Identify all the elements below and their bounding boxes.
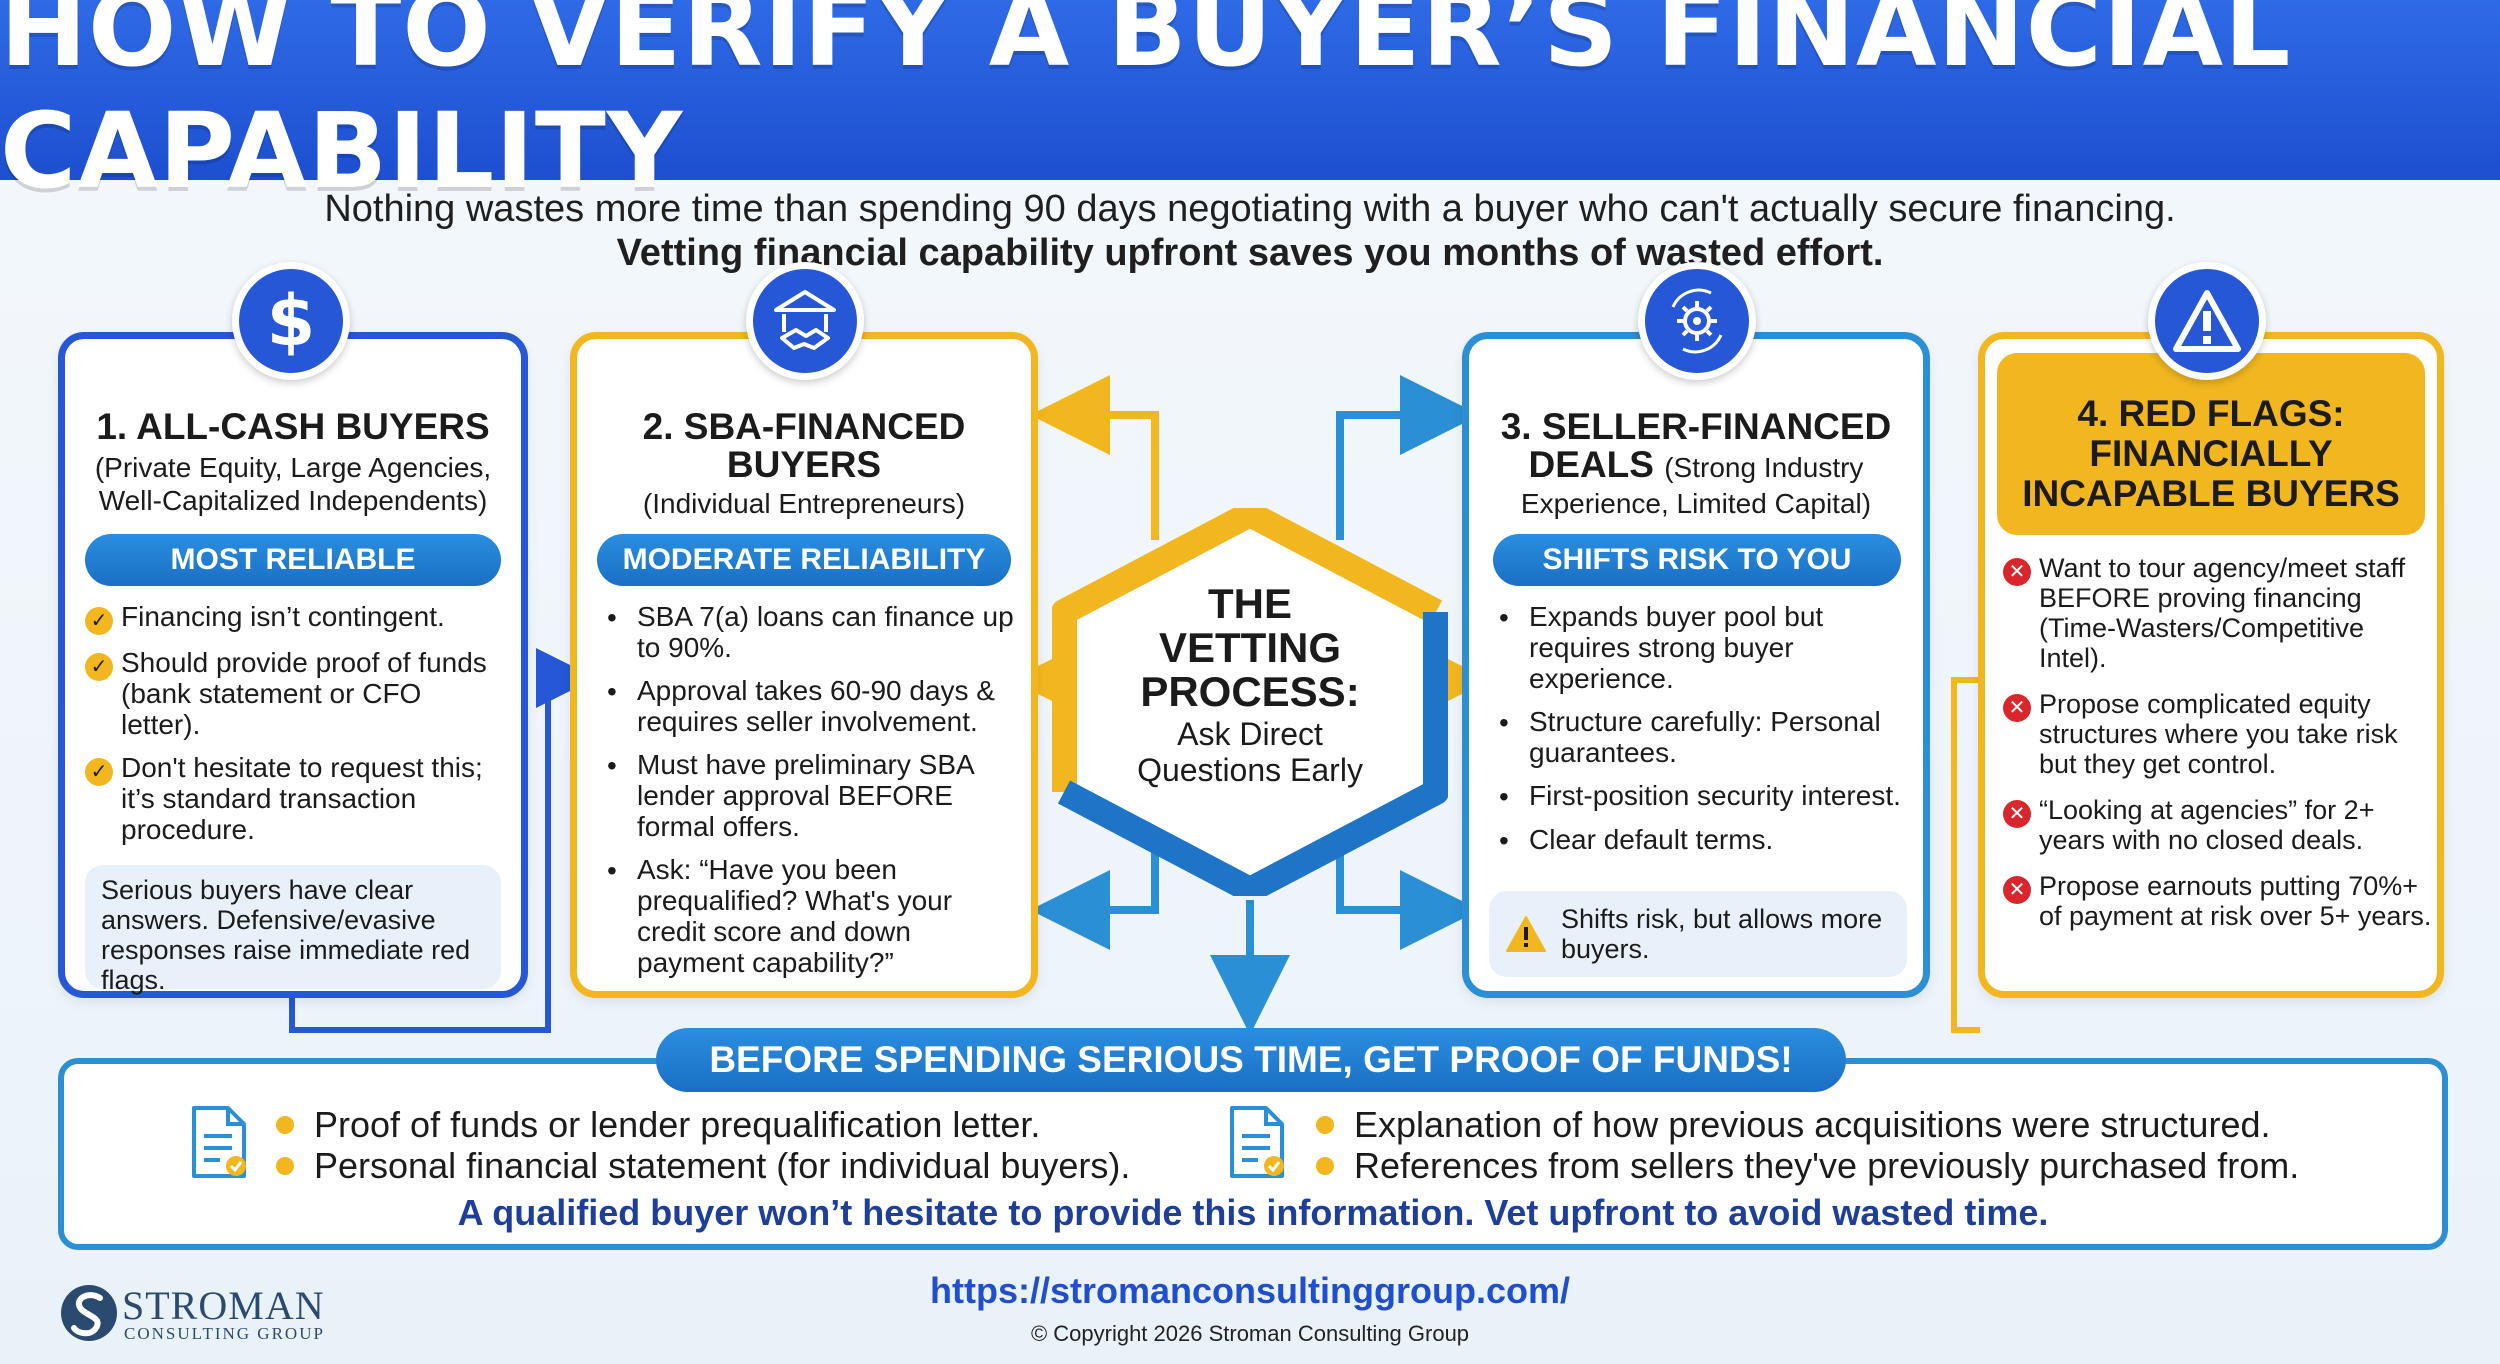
list-item: •Expands buyer pool but requires strong … [1499,601,1824,694]
hex-title-1: THE [1208,580,1292,627]
list-item: •Clear default terms. [1499,824,1774,856]
subtitle-line-1: Nothing wastes more time than spending 9… [324,188,2176,230]
list-item: •SBA 7(a) loans can finance up to 90%. [607,601,1014,663]
hex-subtitle-2: Questions Early [1137,752,1363,788]
red-flags-title-2: FINANCIALLY [2089,433,2333,474]
card-subtitle-inline: (Strong Industry [1664,452,1864,483]
list-item: ✓Should provide proof of funds (bank sta… [85,647,505,740]
reliability-pill: MODERATE RELIABILITY [597,534,1011,586]
red-flags-title-1: 4. RED FLAGS: [2077,393,2345,434]
hex-title-2: VETTING [1158,624,1341,671]
list-item: •Ask: “Have you been prequalified? What'… [607,854,953,978]
warning-icon [2148,262,2266,380]
gear-cycle-icon [1638,262,1756,380]
proof-list-left: Proof of funds or lender prequalificatio… [276,1104,1130,1186]
card-subtitle-1: (Private Equity, Large Agencies, [94,452,492,483]
copyright: © Copyright 2026 Stroman Consulting Grou… [1030,1321,1470,1346]
qualified-buyer-note: A qualified buyer won’t hesitate to prov… [457,1192,2049,1233]
list-item: •First-position security interest. [1499,780,1901,812]
card-all-cash-buyers: 1. ALL-CASH BUYERS (Private Equity, Larg… [58,332,528,998]
logo-name: STROMAN [122,1283,325,1328]
document-check-icon [1230,1106,1284,1178]
bullet-dot [1316,1115,1334,1134]
x-icon: ✕ [2003,558,2031,586]
hex-subtitle-1: Ask Direct [1177,716,1323,752]
bullet-dot [1316,1156,1334,1175]
x-icon: ✕ [2003,694,2031,722]
proof-of-funds-banner: BEFORE SPENDING SERIOUS TIME, GET PROOF … [656,1028,1846,1092]
card-items: ✓Financing isn’t contingent. ✓Should pro… [85,601,505,857]
card-subtitle-2: Well-Capitalized Independents) [98,485,488,516]
proof-list-right: Explanation of how previous acquisitions… [1316,1104,2299,1186]
card-note: Shifts risk, but allows more buyers. [1489,891,1907,977]
page-title: HOW TO VERIFY A BUYER’S FINANCIAL CAPABI… [0,0,2292,212]
list-item: ✕Propose complicated equity structures w… [2003,689,2433,779]
check-icon: ✓ [85,653,113,681]
list-item: ✓Don't hesitate to request this; it’s st… [85,752,505,845]
list-item: ✕Want to tour agency/meet staff BEFORE p… [2003,553,2433,673]
hex-title-3: PROCESS: [1140,668,1360,715]
card-red-flags: 4. RED FLAGS: FINANCIALLY INCAPABLE BUYE… [1978,332,2444,998]
card-subtitle: (Individual Entrepreneurs) [642,488,966,519]
dollar-icon: $ [232,262,350,380]
list-item: •Structure carefully: Personal guarantee… [1499,706,1881,768]
red-flags-header: 4. RED FLAGS: FINANCIALLY INCAPABLE BUYE… [1997,353,2425,535]
card-items: •Expands buyer pool but requires strong … [1493,601,1911,868]
reliability-pill: SHIFTS RISK TO YOU [1493,534,1901,586]
x-icon: ✕ [2003,876,2031,904]
card-subtitle-2: Experience, Limited Capital) [1520,488,1872,519]
card-sba-financed-buyers: 2. SBA-FINANCED BUYERS (Individual Entre… [570,332,1038,998]
card-title-2: DEALS (Strong Industry [1528,444,1864,485]
list-item: Proof of funds or lender prequalificatio… [276,1104,1130,1145]
list-item: References from sellers they've previous… [1316,1145,2299,1186]
document-check-icon [192,1106,246,1178]
reliability-pill: MOST RELIABLE [85,534,501,586]
warning-icon [1506,916,1546,952]
red-flags-title-3: INCAPABLE BUYERS [2022,473,2400,514]
list-item: ✕Propose earnouts putting 70%+ of paymen… [2003,871,2433,931]
card-items: •SBA 7(a) loans can finance up to 90%. •… [601,601,1017,990]
card-note: Serious buyers have clear answers. Defen… [85,865,501,995]
list-item: Explanation of how previous acquisitions… [1316,1104,2299,1145]
x-icon: ✕ [2003,800,2031,828]
check-icon: ✓ [85,758,113,786]
stroman-logo-mark [61,1285,117,1341]
list-item: Personal financial statement (for indivi… [276,1145,1130,1186]
bullet-dot [276,1115,294,1134]
card-title: 1. ALL-CASH BUYERS [96,406,490,447]
list-item: •Must have preliminary SBA lender approv… [607,749,974,842]
list-item: •Approval takes 60-90 days & requires se… [607,675,995,737]
vetting-process-hexagon: THE VETTING PROCESS: Ask Direct Question… [1052,508,1448,896]
check-icon: ✓ [85,607,113,635]
logo-subtitle: CONSULTING GROUP [124,1324,325,1343]
card-title-1: 2. SBA-FINANCED [642,406,966,447]
website-link[interactable]: https://stromanconsultinggroup.com/ [930,1270,1570,1311]
bank-handshake-icon [746,262,864,380]
card-items: ✕Want to tour agency/meet staff BEFORE p… [2003,553,2433,947]
bullet-dot [276,1156,294,1175]
list-item: ✓Financing isn’t contingent. [85,601,505,635]
list-item: ✕“Looking at agencies” for 2+ years with… [2003,795,2433,855]
card-title-2: BUYERS [726,444,882,485]
title-banner: HOW TO VERIFY A BUYER’S FINANCIAL CAPABI… [0,0,2500,212]
card-title-1: 3. SELLER-FINANCED [1500,406,1892,447]
card-seller-financed-deals: 3. SELLER-FINANCED DEALS (Strong Industr… [1462,332,1930,998]
